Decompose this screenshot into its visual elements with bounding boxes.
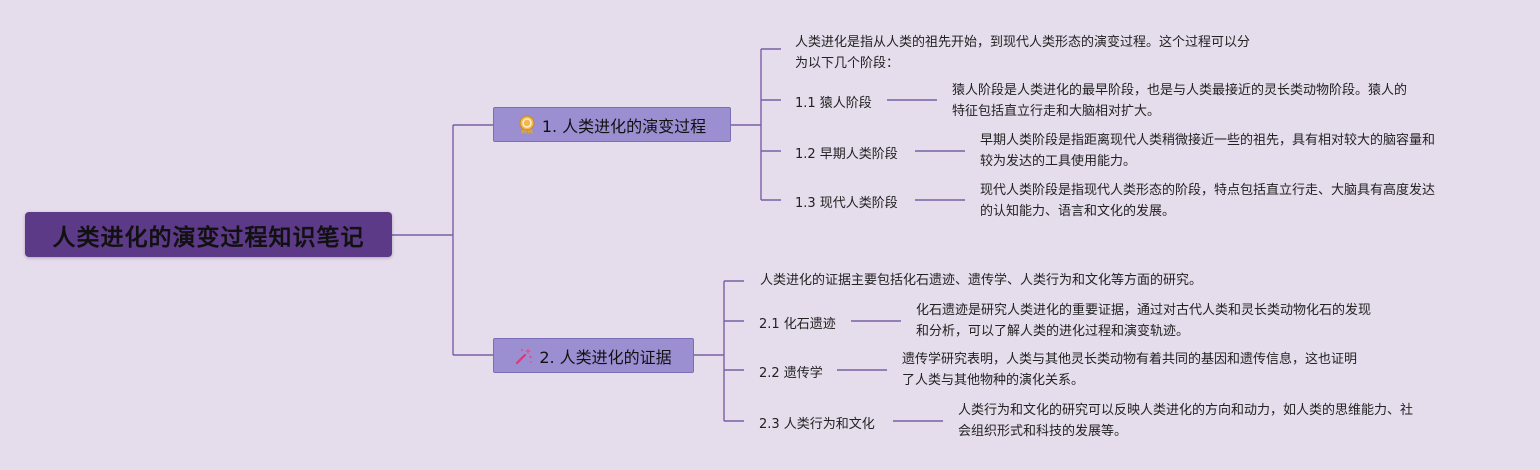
award-ribbon-icon [518,115,536,135]
detail-behavior-culture: 人类行为和文化的研究可以反映人类进化的方向和动力，如人类的思维能力、社 会组织形… [958,403,1414,439]
detail-fossil-remains: 化石遗迹是研究人类进化的重要证据，通过对古代人类和灵长类动物化石的发现 和分析，… [916,303,1372,339]
magic-wand-sparkle-icon [515,347,533,365]
root-node[interactable]: 人类进化的演变过程知识笔记 [25,212,392,257]
sub-node-fossil-remains[interactable]: 2.1 化石遗迹 [759,317,836,332]
sub-node-modern-human-stage[interactable]: 1.3 现代人类阶段 [795,196,898,211]
sub-node-behavior-culture[interactable]: 2.3 人类行为和文化 [759,417,875,432]
detail-modern-human-stage: 现代人类阶段是指现代人类形态的阶段，特点包括直立行走、大脑具有高度发达 的认知能… [980,183,1436,219]
branch-node-evidence[interactable]: 2. 人类进化的证据 [493,338,694,373]
sub-node-genetics[interactable]: 2.2 遗传学 [759,366,823,381]
branch-node-evolution-process[interactable]: 1. 人类进化的演变过程 [493,107,731,142]
branch-label: 2. 人类进化的证据 [539,347,672,367]
detail-early-human-stage: 早期人类阶段是指距离现代人类稍微接近一些的祖先，具有相对较大的脑容量和 较为发达… [980,133,1436,169]
sub-node-ape-stage[interactable]: 1.1 猿人阶段 [795,96,872,111]
root-title: 人类进化的演变过程知识笔记 [52,224,365,251]
sub-node-early-human-stage[interactable]: 1.2 早期人类阶段 [795,147,898,162]
detail-ape-stage: 猿人阶段是人类进化的最早阶段，也是与人类最接近的灵长类动物阶段。猿人的 特征包括… [952,83,1408,119]
branch1-intro: 人类进化是指从人类的祖先开始，到现代人类形态的演变过程。这个过程可以分 为以下几… [795,35,1251,71]
detail-genetics: 遗传学研究表明，人类与其他灵长类动物有着共同的基因和遗传信息，这也证明 了人类与… [902,352,1358,388]
branch-label: 1. 人类进化的演变过程 [541,116,707,136]
branch2-intro: 人类进化的证据主要包括化石遗迹、遗传学、人类行为和文化等方面的研究。 [760,273,1203,288]
